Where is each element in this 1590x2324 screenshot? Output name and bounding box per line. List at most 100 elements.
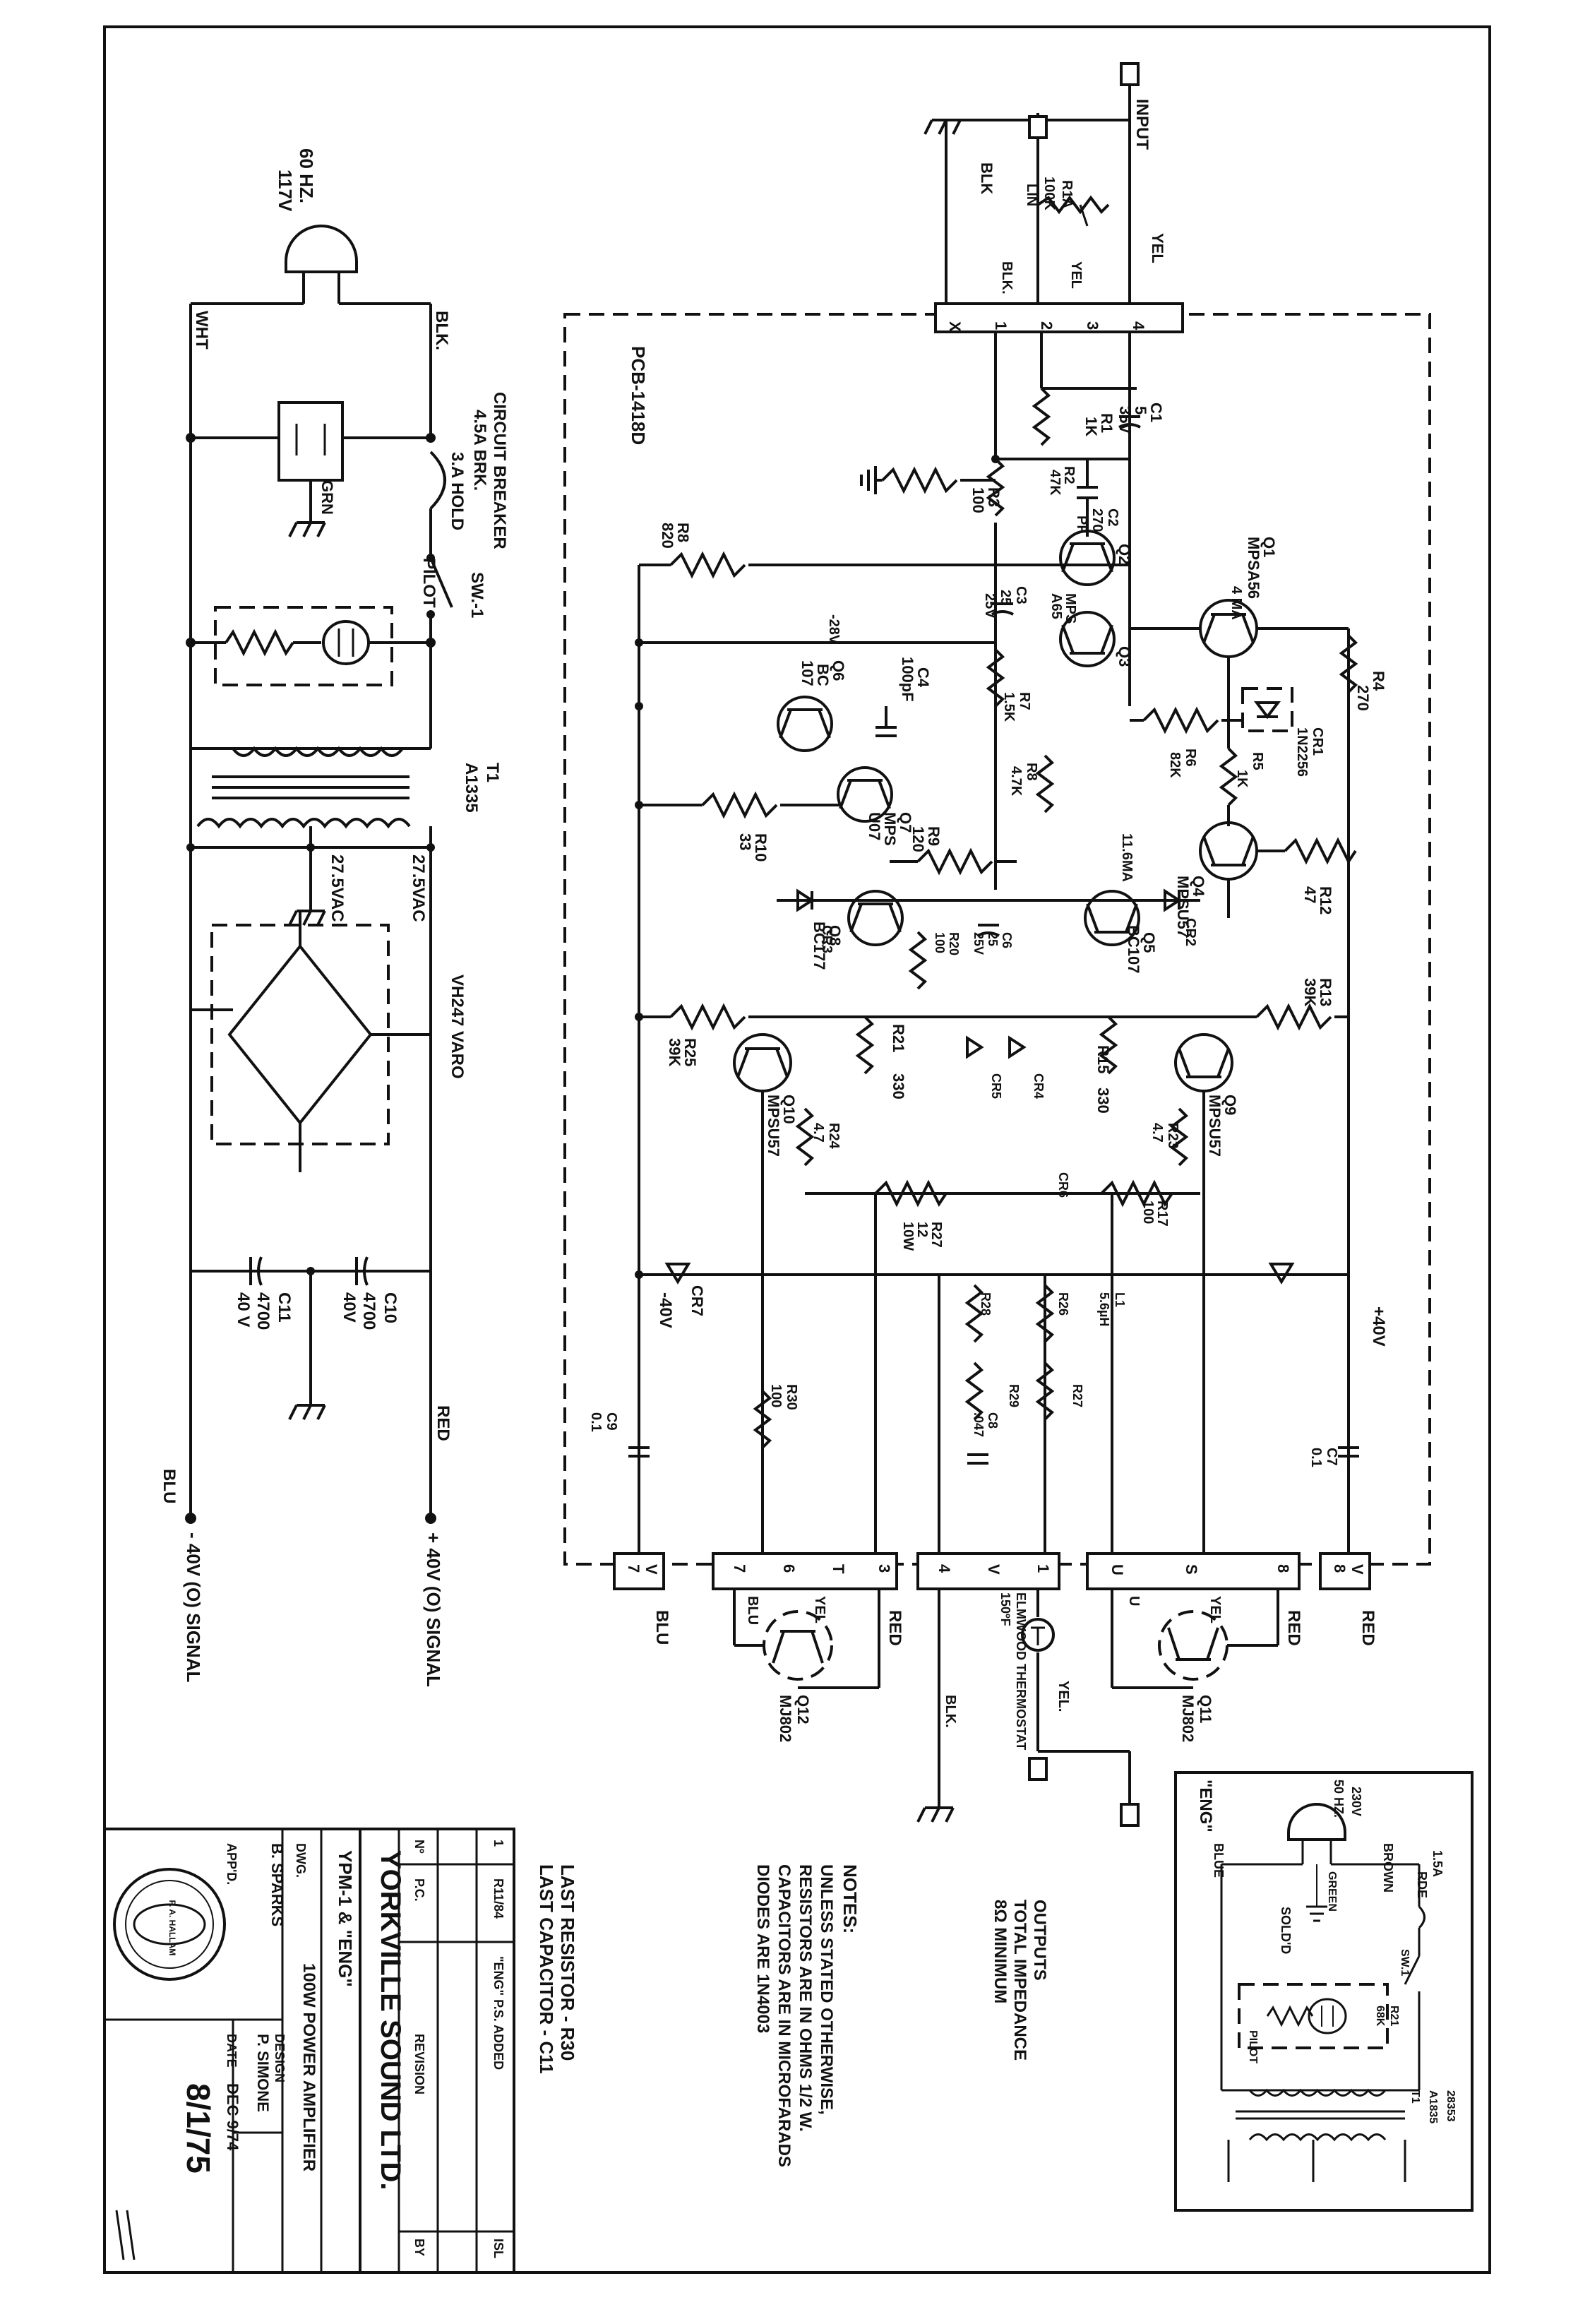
svg-text:82K: 82K — [1167, 752, 1183, 778]
svg-text:ISL: ISL — [491, 2239, 506, 2258]
output-transistor-q11: Q11 MJ802 YEL U — [1111, 1589, 1279, 1742]
connector-c3: 7 6 T 3 RED — [712, 1552, 904, 1646]
r23-resistor-icon — [1169, 1107, 1189, 1167]
c6-capacitor-icon — [977, 924, 1000, 937]
svg-text:R1: R1 — [1098, 413, 1116, 433]
svg-text:YEL: YEL — [812, 1596, 827, 1623]
q5-transistor-icon — [1084, 890, 1140, 946]
svg-text:120: 120 — [909, 826, 927, 852]
svg-text:3: 3 — [1084, 321, 1101, 330]
output-note-line-1: OUTPUTS — [1030, 1900, 1049, 1981]
svg-text:R21: R21 — [1388, 2006, 1400, 2026]
r1a-value: 100K — [1041, 177, 1057, 210]
svg-text:7: 7 — [625, 1564, 642, 1573]
svg-text:C6: C6 — [1000, 932, 1014, 948]
breaker-label: CIRCUIT BREAKER — [490, 392, 509, 549]
svg-text:REVISION: REVISION — [412, 2034, 426, 2094]
r24-resistor-icon — [795, 1107, 815, 1167]
svg-text:MPSU57: MPSU57 — [1174, 876, 1192, 938]
svg-text:R28: R28 — [979, 1292, 993, 1316]
q1-transistor-icon — [1199, 599, 1258, 658]
bridge-label: VH247 VARO — [448, 975, 467, 1079]
blu-supply-label: BLU — [160, 1469, 179, 1503]
svg-text:100: 100 — [1140, 1200, 1156, 1224]
eng-pilot-box — [1238, 1983, 1389, 2049]
transformer-id: T1 — [483, 763, 502, 782]
svg-text:39K: 39K — [1301, 978, 1319, 1006]
c10-voltage: 40V — [340, 1292, 359, 1323]
svg-text:Q11: Q11 — [1197, 1695, 1214, 1723]
svg-text:BC107: BC107 — [1125, 925, 1142, 973]
cr1-diode-box — [1241, 687, 1293, 732]
svg-text:4.7: 4.7 — [1149, 1123, 1165, 1143]
chassis-ground-icon — [288, 521, 326, 537]
output-note-line-3: 8Ω MINIMUM — [991, 1900, 1010, 2003]
input-yel-label: YEL — [1149, 233, 1166, 263]
svg-text:100: 100 — [768, 1384, 784, 1407]
svg-text:5: 5 — [1132, 406, 1149, 415]
svg-text:R5: R5 — [1250, 752, 1265, 770]
wht-wire-label: WHT — [192, 311, 211, 350]
q2-transistor-icon — [1059, 530, 1116, 586]
svg-text:12: 12 — [914, 1222, 930, 1237]
svg-text:1N2256: 1N2256 — [1294, 727, 1310, 777]
svg-text:C4: C4 — [914, 667, 932, 688]
title-block-border — [103, 1828, 515, 2274]
note-line-1: UNLESS STATED OTHERWISE, — [817, 1864, 836, 2115]
svg-text:10W: 10W — [900, 1222, 916, 1251]
svg-text:SW.1: SW.1 — [1399, 1949, 1411, 1976]
svg-text:BC177: BC177 — [811, 922, 828, 970]
r13-resistor-icon — [1255, 1003, 1332, 1031]
svg-text:Q10: Q10 — [780, 1095, 798, 1124]
eng-transformer-secondary-icon — [1248, 2133, 1387, 2142]
svg-text:V: V — [642, 1564, 660, 1575]
svg-text:28353: 28353 — [1445, 2090, 1457, 2122]
c10-label: C10 — [381, 1292, 400, 1323]
svg-text:CR7: CR7 — [688, 1285, 706, 1316]
svg-text:U: U — [1108, 1564, 1126, 1575]
c11-voltage: 40 V — [234, 1292, 253, 1327]
svg-text:V: V — [1349, 1564, 1366, 1575]
svg-text:1K: 1K — [1234, 770, 1250, 788]
c4-capacitor-icon — [875, 726, 897, 737]
input-blk-label: BLK — [978, 162, 996, 194]
eng-transformer-primary-icon — [1248, 2088, 1387, 2097]
svg-text:GREEN: GREEN — [1326, 1871, 1338, 1912]
circuit-breaker-icon — [429, 451, 446, 510]
svg-text:MPS: MPS — [881, 812, 899, 846]
input-ground-icon — [923, 119, 962, 135]
svg-text:0.1: 0.1 — [588, 1412, 604, 1432]
r21-resistor-icon — [855, 1015, 875, 1075]
svg-text:100: 100 — [969, 487, 987, 513]
svg-text:R24: R24 — [826, 1123, 842, 1150]
svg-text:270: 270 — [1354, 685, 1372, 711]
svg-text:330: 330 — [890, 1073, 907, 1100]
svg-text:Q4: Q4 — [1190, 876, 1207, 897]
drawing-title-1: YPM-1 & "ENG" — [335, 1850, 356, 1987]
svg-text:8: 8 — [1274, 1564, 1292, 1573]
svg-text:33: 33 — [736, 833, 754, 850]
note-line-3: CAPACITORS ARE IN MICROFARADS — [775, 1864, 794, 2167]
drawn-by: B. SPARKS — [268, 1843, 286, 1926]
note-line-2: RESISTORS ARE IN OHMS 1/2 W. — [796, 1864, 815, 2132]
title-block: Nº P.C. REVISION BY 1 R11/84 "ENG" P.S. … — [103, 1828, 515, 2274]
breaker-hold: 3.A HOLD — [448, 452, 467, 530]
svg-text:DATE: DATE — [225, 2034, 239, 2068]
transformer-primary-icon — [232, 746, 404, 757]
filter-ground-icon — [288, 1404, 326, 1420]
svg-text:DWG.: DWG. — [294, 1843, 308, 1878]
output-transistor-q12: Q12 MJ802 BLU YEL — [733, 1589, 880, 1742]
c10-capacitor-icon — [355, 1256, 369, 1286]
output-note-line-2: TOTAL IMPEDANCE — [1010, 1900, 1029, 2061]
eng-label: "ENG" — [1196, 1780, 1215, 1833]
r6-resistor-icon — [1142, 706, 1219, 734]
r25-resistor-icon — [669, 1003, 746, 1031]
svg-text:230V: 230V — [1349, 1787, 1363, 1816]
bridge-rectifier-icon — [227, 943, 373, 1126]
c1-capacitor-icon — [1118, 415, 1141, 429]
svg-text:39K: 39K — [666, 1038, 683, 1066]
c2-capacitor-icon — [1077, 486, 1098, 499]
svg-text:Q9: Q9 — [1221, 1095, 1239, 1115]
svg-text:R17: R17 — [1154, 1200, 1170, 1227]
svg-text:1.5A: 1.5A — [1430, 1850, 1445, 1877]
